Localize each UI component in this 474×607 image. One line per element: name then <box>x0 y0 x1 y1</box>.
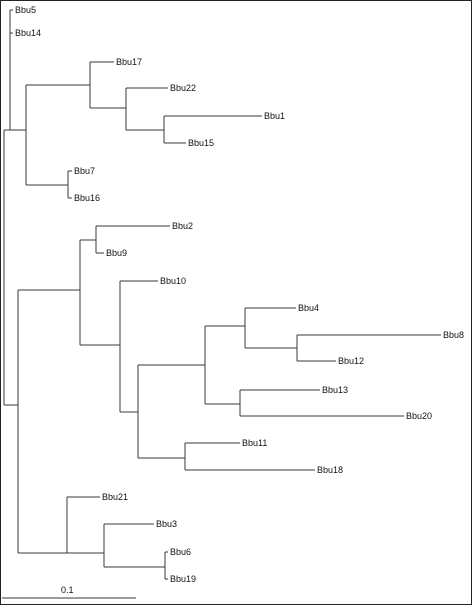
leaf-label-bbu8: Bbu8 <box>443 330 464 340</box>
leaf-label-bbu18: Bbu18 <box>317 465 343 475</box>
leaf-label-bbu16: Bbu16 <box>74 193 100 203</box>
leaf-label-bbu9: Bbu9 <box>106 248 127 258</box>
leaf-labels: Bbu5 Bbu14 Bbu17 Bbu22 Bbu1 Bbu15 Bbu7 B… <box>15 5 464 584</box>
leaf-label-bbu10: Bbu10 <box>160 276 186 286</box>
leaf-label-bbu7: Bbu7 <box>74 166 95 176</box>
leaf-label-bbu15: Bbu15 <box>188 138 214 148</box>
leaf-label-bbu19: Bbu19 <box>170 574 196 584</box>
leaf-label-bbu20: Bbu20 <box>406 411 432 421</box>
leaf-label-bbu6: Bbu6 <box>170 547 191 557</box>
leaf-label-bbu2: Bbu2 <box>172 221 193 231</box>
leaf-label-bbu1: Bbu1 <box>264 111 285 121</box>
leaf-label-bbu5: Bbu5 <box>15 5 36 15</box>
leaf-label-bbu12: Bbu12 <box>338 356 364 366</box>
leaf-label-bbu4: Bbu4 <box>298 303 319 313</box>
leaf-label-bbu22: Bbu22 <box>170 83 196 93</box>
leaf-label-bbu11: Bbu11 <box>242 438 267 448</box>
leaf-label-bbu21: Bbu21 <box>102 492 128 502</box>
leaf-label-bbu13: Bbu13 <box>322 385 348 395</box>
tree-edges <box>3 9 441 580</box>
leaf-label-bbu3: Bbu3 <box>156 519 177 529</box>
scale-bar-label: 0.1 <box>61 585 74 595</box>
leaf-label-bbu14: Bbu14 <box>15 28 41 38</box>
leaf-label-bbu17: Bbu17 <box>116 57 142 67</box>
scale-bar: 0.1 <box>2 585 136 599</box>
